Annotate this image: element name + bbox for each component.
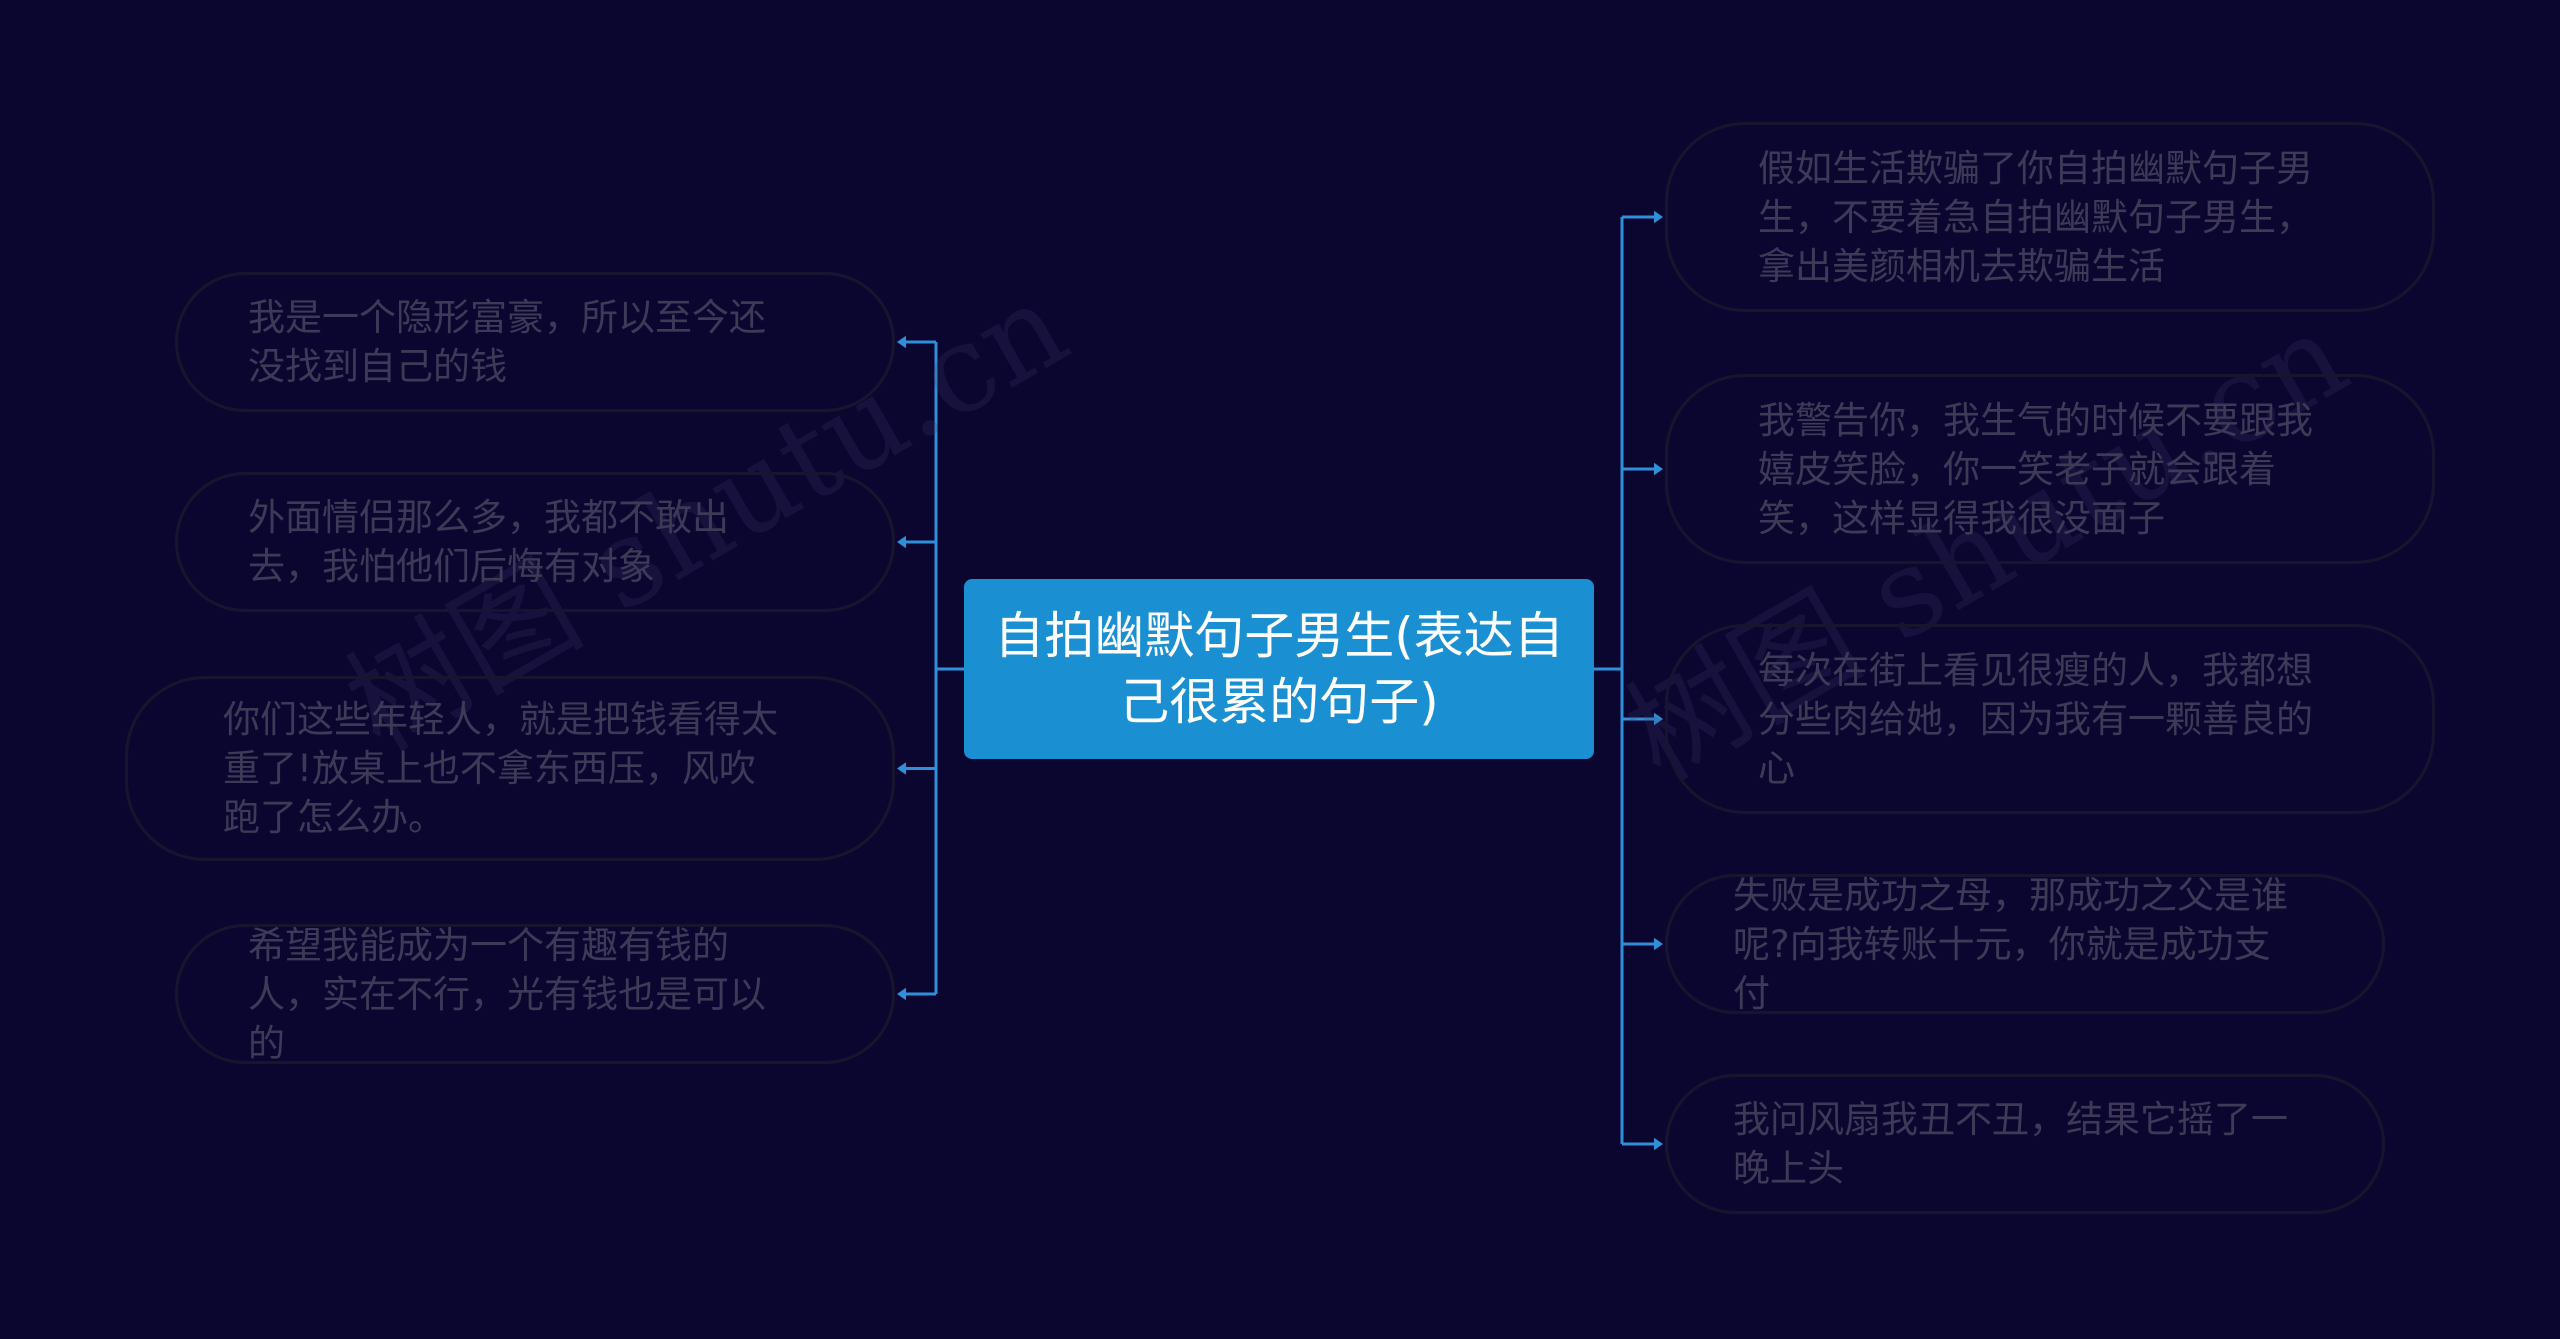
right-branch-label: 失败是成功之母，那成功之父是谁呢?向我转账十元，你就是成功支付 — [1733, 873, 2288, 1015]
right-branch-label: 我问风扇我丑不丑，结果它摇了一晚上头 — [1733, 1098, 2288, 1190]
right-branch-arrow — [1654, 210, 1663, 224]
right-branch-node[interactable]: 我问风扇我丑不丑，结果它摇了一晚上头 — [1665, 1074, 2385, 1214]
right-branch-node[interactable]: 我警告你，我生气的时候不要跟我嬉皮笑脸，你一笑老子就会跟着笑，这样显得我很没面子 — [1665, 374, 2435, 564]
right-branch-node[interactable]: 假如生活欺骗了你自拍幽默句子男生，不要着急自拍幽默句子男生，拿出美颜相机去欺骗生… — [1665, 122, 2435, 312]
right-branch-arrow — [1654, 462, 1663, 476]
right-branch-node[interactable]: 失败是成功之母，那成功之父是谁呢?向我转账十元，你就是成功支付 — [1665, 874, 2385, 1015]
right-branch-arrow — [1654, 937, 1663, 951]
right-branch-label: 每次在街上看见很瘦的人，我都想分些肉给她，因为我有一颗善良的心 — [1758, 648, 2313, 790]
left-branch-node[interactable]: 外面情侣那么多，我都不敢出去，我怕他们后悔有对象 — [175, 472, 895, 612]
left-branch-label: 我是一个隐形富豪，所以至今还没找到自己的钱 — [248, 296, 766, 388]
left-branch-arrow — [897, 762, 906, 775]
left-branch-label: 外面情侣那么多，我都不敢出去，我怕他们后悔有对象 — [248, 496, 729, 588]
left-branch-node[interactable]: 希望我能成为一个有趣有钱的人，实在不行，光有钱也是可以的 — [175, 924, 895, 1065]
left-branch-label: 希望我能成为一个有趣有钱的人，实在不行，光有钱也是可以的 — [248, 923, 766, 1065]
right-branch-node[interactable]: 每次在街上看见很瘦的人，我都想分些肉给她，因为我有一颗善良的心 — [1665, 624, 2435, 814]
left-branch-arrow — [897, 987, 906, 1001]
left-branch-label: 你们这些年轻人，就是把钱看得太重了!放桌上也不拿东西压，风吹跑了怎么办。 — [223, 698, 778, 839]
right-branch-label: 假如生活欺骗了你自拍幽默句子男生，不要着急自拍幽默句子男生，拿出美颜相机去欺骗生… — [1758, 146, 2313, 288]
right-branch-arrow — [1654, 1137, 1663, 1151]
left-branch-arrow — [897, 535, 906, 549]
left-branch-arrow — [897, 335, 906, 349]
right-branch-arrow — [1654, 712, 1663, 726]
left-branch-node[interactable]: 你们这些年轻人，就是把钱看得太重了!放桌上也不拿东西压，风吹跑了怎么办。 — [125, 676, 895, 861]
right-branch-label: 我警告你，我生气的时候不要跟我嬉皮笑脸，你一笑老子就会跟着笑，这样显得我很没面子 — [1758, 398, 2313, 540]
left-branch-node[interactable]: 我是一个隐形富豪，所以至今还没找到自己的钱 — [175, 272, 895, 412]
root-topic[interactable]: 自拍幽默句子男生(表达自己很累的句子) — [964, 579, 1594, 759]
root-topic-label: 自拍幽默句子男生(表达自己很累的句子) — [994, 607, 1564, 731]
